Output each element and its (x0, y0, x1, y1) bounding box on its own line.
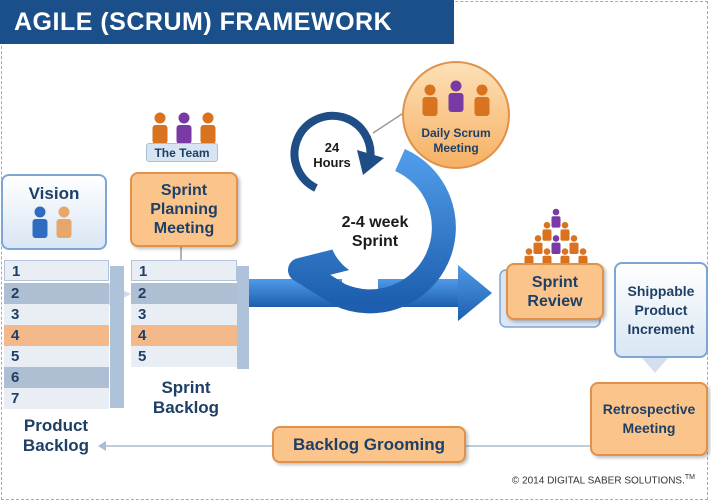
sprint-backlog-item: 5 (131, 346, 237, 367)
increment-line2: Product (634, 301, 688, 318)
product-backlog-label-line2: Backlog (22, 436, 90, 455)
grooming-to-backlog-arrowhead (98, 441, 106, 451)
sprint-backlog-item: 2 (131, 283, 237, 304)
sprint-planning-meeting-box: Sprint Planning Meeting (130, 172, 238, 247)
sprint-planning-line1: Sprint (160, 182, 208, 199)
sprint-line2: Sprint (351, 233, 399, 250)
sprint-review-box: Sprint Review (506, 263, 604, 320)
backlog-grooming-box: Backlog Grooming (272, 426, 466, 463)
product-backlog-item: 1 (4, 260, 109, 281)
sprint-cycle-ring (288, 149, 456, 314)
product-backlog-item: 4 (4, 325, 109, 346)
sprint-review-line2: Review (527, 292, 583, 310)
daily-hours-number: 24 (324, 140, 340, 155)
sprint-backlog-shadow (237, 266, 249, 369)
increment-callout-tail (642, 358, 668, 373)
product-backlog-shadow (110, 266, 124, 408)
product-increment-box: Shippable Product Increment (614, 262, 708, 358)
sprint-backlog-label-line1: Sprint (161, 378, 211, 397)
increment-line3: Increment (627, 320, 695, 337)
vision-label: Vision (28, 184, 80, 203)
sprint-backlog-item: 4 (131, 325, 237, 346)
product-backlog-item: 3 (4, 304, 109, 325)
increment-line1: Shippable (627, 282, 695, 299)
product-backlog-item: 5 (4, 346, 109, 367)
sprint-planning-line2: Planning (150, 201, 218, 218)
team-label: The Team (146, 143, 218, 162)
product-backlog-label: Product Backlog (10, 416, 102, 456)
page-title: AGILE (SCRUM) FRAMEWORK (0, 0, 454, 44)
daily-cycle-label: 24 Hours (302, 140, 362, 170)
daily-hours-text: Hours (313, 155, 351, 170)
daily-scrum-line1: Daily Scrum (421, 126, 491, 140)
product-backlog-item: 6 (4, 367, 109, 388)
vision-box: Vision (1, 174, 107, 250)
product-backlog-item: 2 (4, 283, 109, 304)
retrospective-line1: Retrospective (602, 401, 696, 417)
sprint-line1: 2-4 week (341, 214, 409, 231)
retrospective-meeting-box: Retrospective Meeting (590, 382, 708, 456)
sprint-duration-label: 2-4 week Sprint (330, 213, 420, 251)
daily-scrum-meeting-label: Daily Scrum Meeting (410, 126, 502, 156)
sprint-backlog-item: 3 (131, 304, 237, 325)
copyright-text: © 2014 DIGITAL SABER SOLUTIONS. (511, 475, 685, 487)
sprint-planning-line3: Meeting (153, 220, 215, 237)
sprint-review-line1: Sprint (531, 273, 579, 291)
retrospective-line2: Meeting (622, 420, 676, 436)
team-label-text: The Team (154, 145, 210, 160)
sprint-backlog-item: 1 (131, 260, 237, 281)
copyright-notice: © 2014 DIGITAL SABER SOLUTIONS.TM (512, 474, 695, 486)
product-backlog-label-line1: Product (23, 416, 89, 435)
trademark-mark: TM (684, 474, 695, 481)
daily-loop-arrow (290, 111, 384, 192)
sprint-backlog-label-line2: Backlog (152, 398, 220, 417)
product-backlog-item: 7 (4, 388, 109, 409)
sprint-backlog-label: Sprint Backlog (140, 378, 232, 418)
backlog-grooming-label: Backlog Grooming (292, 434, 446, 454)
daily-scrum-line2: Meeting (433, 141, 479, 155)
